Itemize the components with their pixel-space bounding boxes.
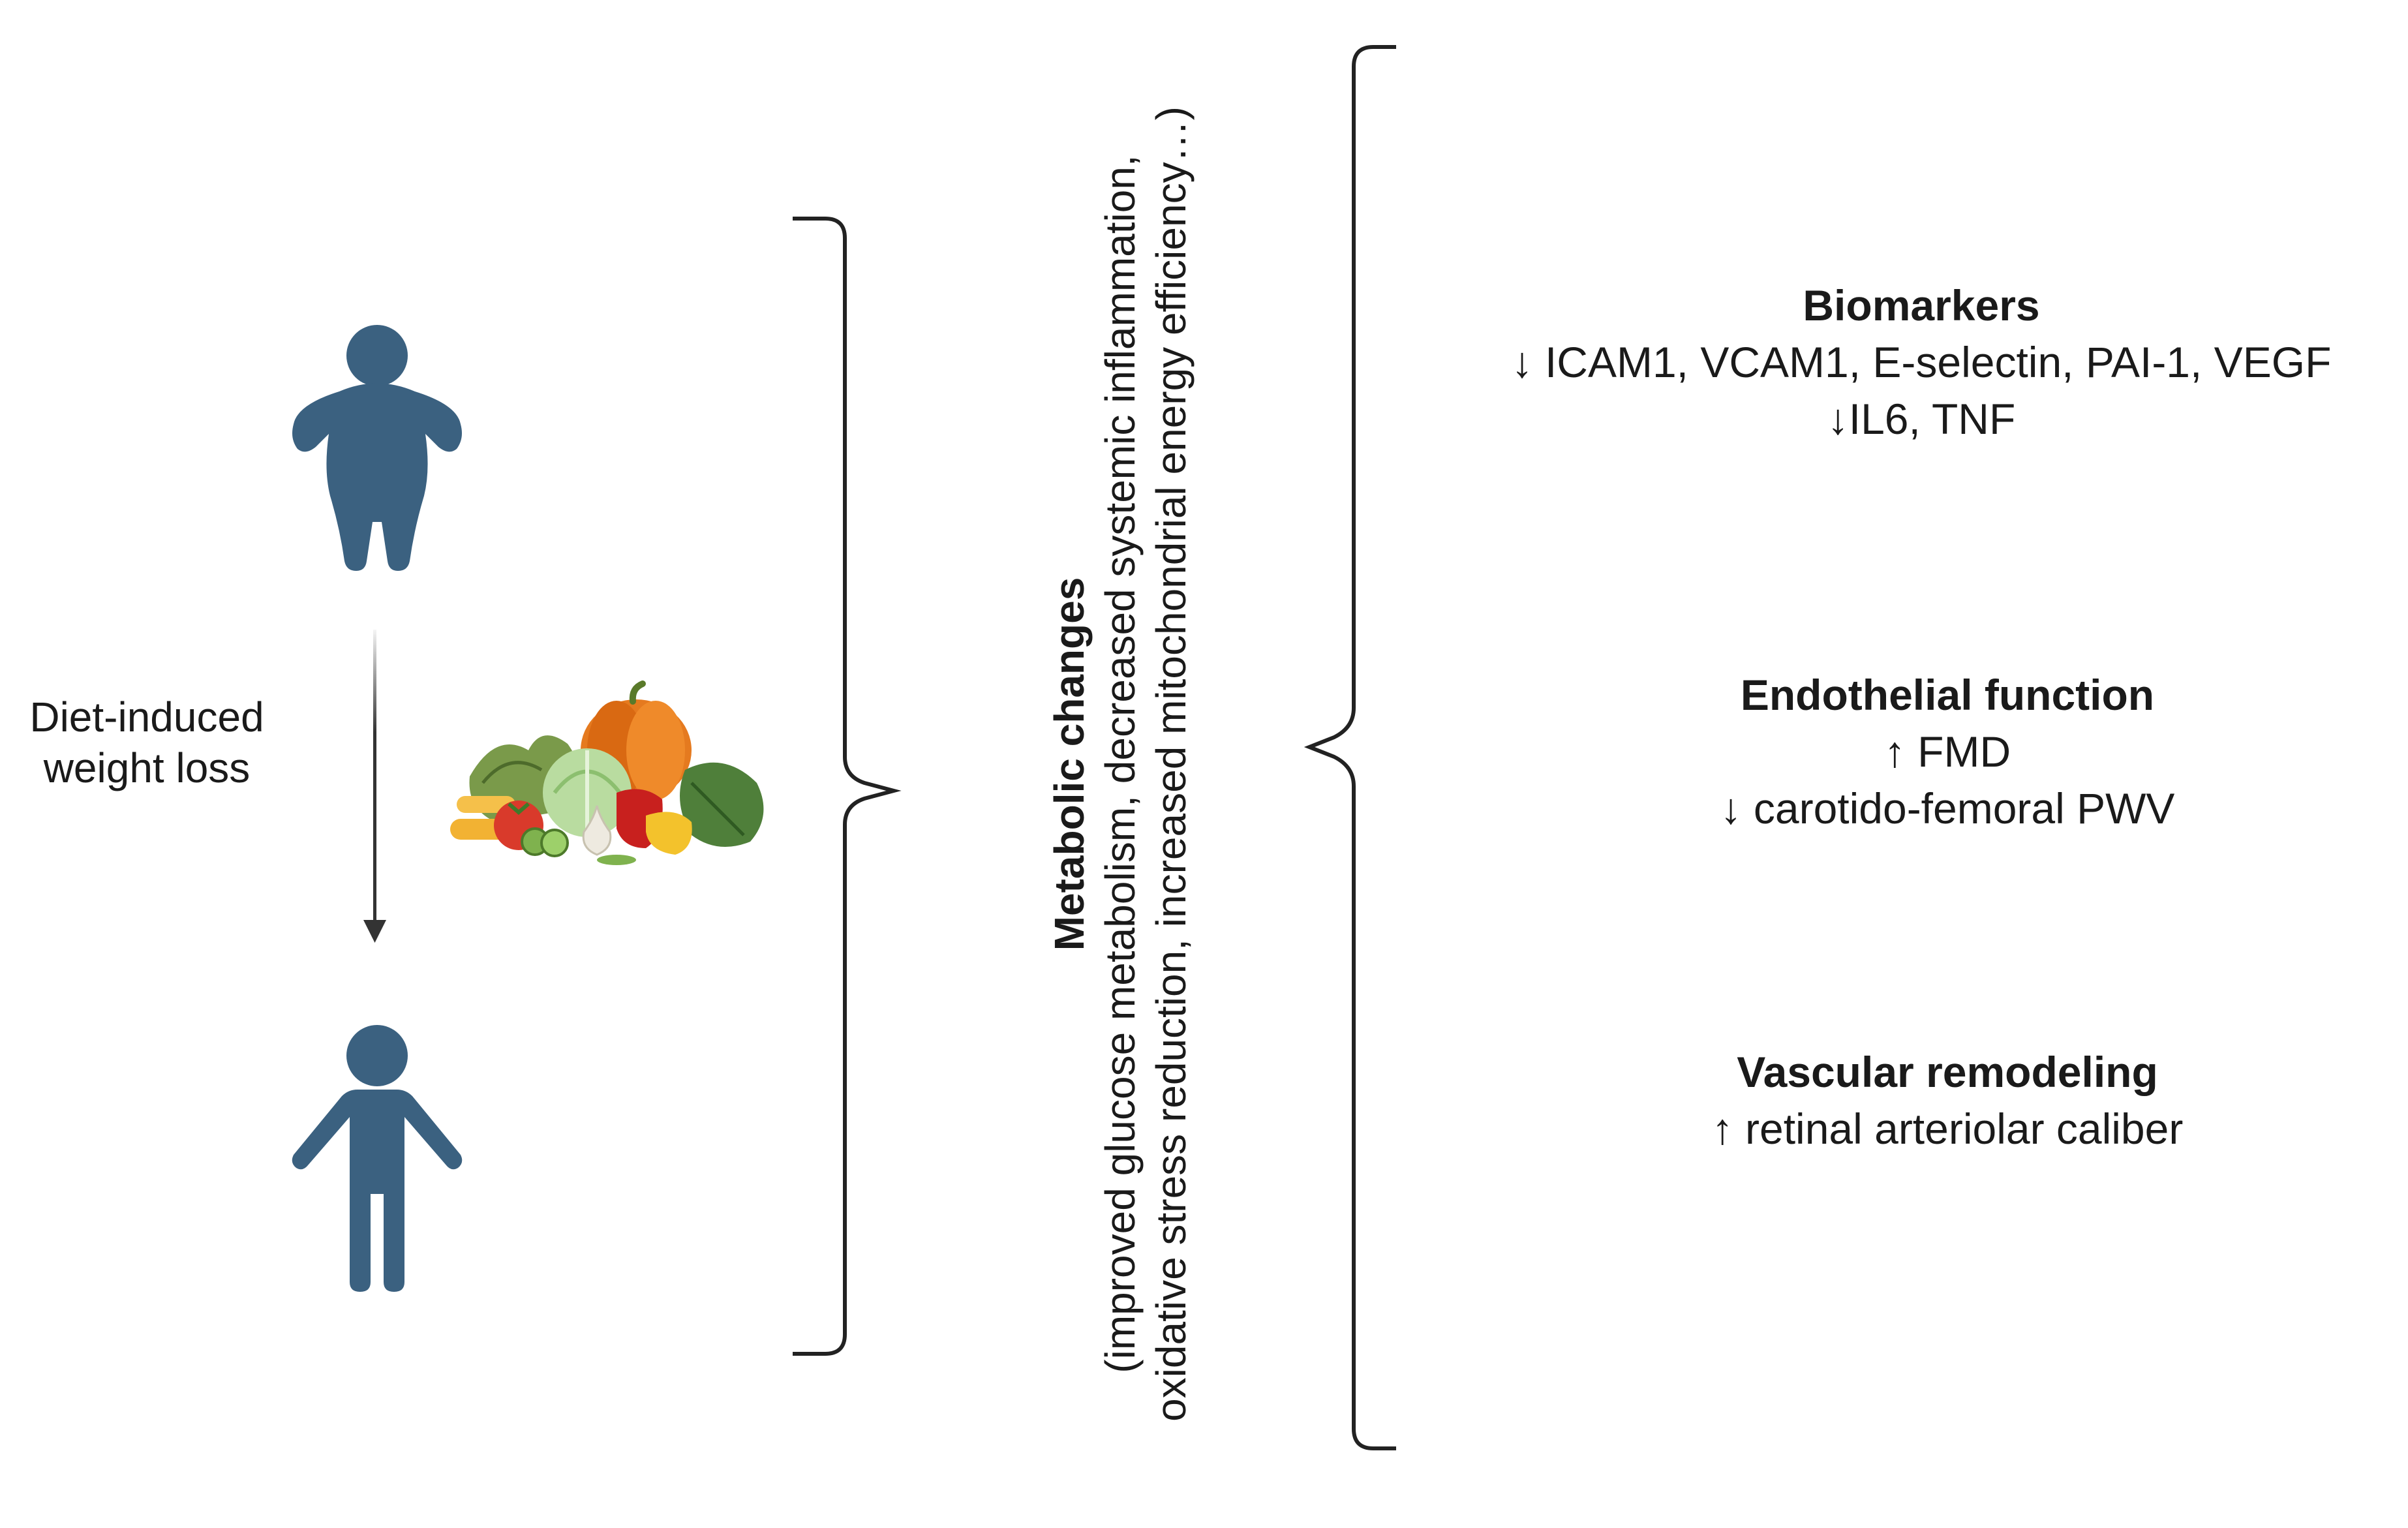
vegetables-icon [450, 680, 764, 865]
metabolic-line2: oxidative stress reduction, increased mi… [1148, 106, 1195, 1422]
diet-label: Diet-induced weight loss [7, 692, 287, 793]
endothelial-block: Endothelial function ↑ FMD ↓ carotido-fe… [1474, 667, 2408, 837]
biomarkers-line2: ↓IL6, TNF [1827, 395, 2016, 444]
endothelial-line1: ↑ FMD [1883, 727, 2011, 776]
vascular-title: Vascular remodeling [1737, 1048, 2158, 1096]
down-arrow-icon [363, 630, 386, 943]
right-brace-icon [1303, 45, 1396, 1450]
lean-person-icon [292, 1025, 463, 1292]
biomarkers-line1: ↓ ICAM1, VCAM1, E-selectin, PAI-1, VEGF [1511, 338, 2332, 387]
diet-label-line1: Diet-induced [29, 694, 264, 741]
vascular-line1: ↑ retinal arteriolar caliber [1711, 1105, 2184, 1154]
left-brace-icon [793, 217, 902, 1356]
biomarkers-block: Biomarkers ↓ ICAM1, VCAM1, E-selectin, P… [1448, 277, 2394, 448]
obese-person-icon [292, 325, 462, 571]
metabolic-line1: (improved glucose metabolism, decreased … [1097, 155, 1144, 1373]
endothelial-line2: ↓ carotido-femoral PWV [1720, 784, 2175, 833]
metabolic-title: Metabolic changes [1046, 577, 1093, 951]
diet-label-line2: weight loss [43, 744, 251, 792]
biomarkers-title: Biomarkers [1803, 281, 2040, 329]
vascular-block: Vascular remodeling ↑ retinal arteriolar… [1474, 1044, 2408, 1157]
metabolic-changes-text: Metabolic changes (improved glucose meta… [1044, 0, 1196, 1528]
endothelial-title: Endothelial function [1740, 671, 2155, 719]
